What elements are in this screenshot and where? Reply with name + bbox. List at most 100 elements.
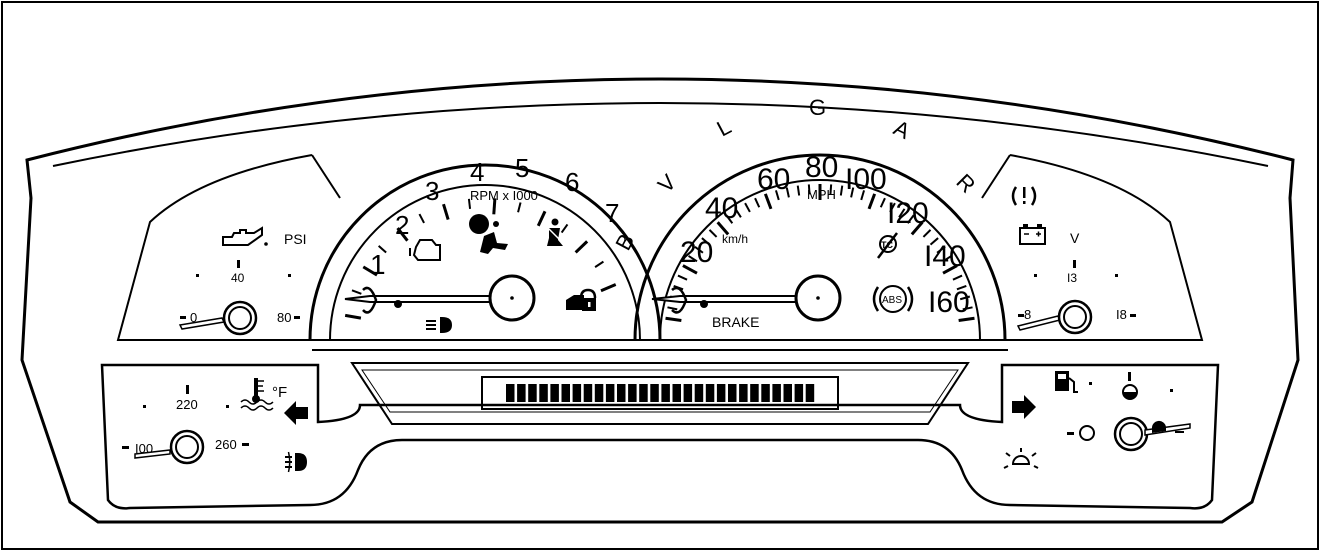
mph-label: MPH: [807, 187, 836, 202]
right-upper-panel: [1005, 154, 1204, 341]
tach-tick: [344, 313, 362, 320]
display-segment: [572, 384, 582, 402]
tach-tick: [377, 245, 387, 254]
display-segment: [783, 384, 792, 402]
tach-tick: [517, 202, 522, 213]
speedometer-needle: [651, 274, 842, 322]
display-segment: [661, 384, 670, 402]
temp-min-tick: [122, 446, 129, 449]
volt-min-tick: [1018, 314, 1024, 317]
speed-tick: [694, 245, 704, 254]
speed-tick: [725, 214, 734, 224]
tach-unit-label: RPM x I000: [470, 188, 538, 203]
speed-tick: [922, 229, 932, 238]
prndl-letter: L: [713, 114, 736, 142]
tach-number: 5: [515, 153, 529, 183]
display-segment: [728, 384, 737, 402]
display-bezel: [350, 362, 970, 425]
prndl-letter: V: [653, 169, 681, 197]
speed-tick: [850, 187, 855, 198]
speed-tick: [956, 284, 967, 291]
psi-max-label: 80: [277, 310, 291, 325]
fog-lamp-icon: [285, 451, 307, 473]
temp-mid-label: 220: [176, 397, 198, 412]
temp-max-tick: [242, 443, 249, 446]
fuel-empty-tick: [1067, 432, 1074, 435]
display-segment: [583, 384, 593, 402]
speedometer-inner-ring: [659, 179, 981, 341]
tach-number: 6: [565, 167, 579, 197]
display-segment: [517, 384, 526, 402]
right-turn-arrow-icon: [1012, 395, 1036, 419]
prndl-letter: R: [951, 169, 980, 198]
display-segment: [772, 384, 781, 402]
tachometer-needle: [344, 274, 536, 322]
volt-max-tick: [1130, 314, 1136, 317]
left-panel-divider: [311, 154, 341, 199]
volt-max-label: I8: [1116, 307, 1127, 322]
speed-tick: [889, 202, 896, 213]
left-turn-arrow-icon: [284, 401, 308, 425]
cluster-housing: [20, 77, 1300, 524]
tach-tick: [467, 198, 472, 209]
tach-number: 7: [605, 198, 619, 228]
tach-tick: [351, 289, 362, 295]
speed-tick: [829, 184, 833, 195]
speed-tick: [734, 208, 742, 218]
speed-tick: [796, 185, 801, 196]
right-panel-divider: [981, 154, 1011, 199]
display-segment: [628, 384, 637, 402]
tach-tick: [560, 223, 569, 234]
speed-tick: [677, 274, 688, 281]
psi-mid-label: 40: [231, 271, 245, 285]
display-segment: [705, 384, 715, 402]
speed-tick: [839, 185, 844, 196]
display-segment: [506, 384, 515, 402]
lower-panel: [100, 363, 1220, 510]
speed-tick: [958, 316, 975, 323]
speed-tick: [774, 190, 780, 201]
display-segment: [550, 384, 559, 402]
display-segment: [539, 384, 548, 402]
speed-tick: [763, 193, 773, 210]
volt-dot-right: [1115, 274, 1118, 277]
speed-tick: [910, 221, 924, 236]
speed-tick: [879, 197, 886, 208]
speed-tick: [936, 245, 946, 254]
speed-tick: [898, 208, 906, 218]
mph-number: 80: [805, 151, 838, 184]
fuel-level-dial-icon: [1122, 372, 1173, 400]
brake-label: BRAKE: [712, 314, 759, 330]
battery-icon: [1019, 224, 1046, 245]
psi-label: PSI: [284, 231, 307, 247]
speed-tick: [952, 274, 963, 281]
tach-number: 3: [425, 176, 439, 206]
temp-dot-right: [226, 405, 229, 408]
display-segment: [617, 384, 626, 402]
speed-tick: [701, 237, 711, 246]
tach-tick: [442, 203, 450, 220]
tachometer-ticks: [344, 198, 617, 320]
tachometer-inner-ring: [329, 184, 641, 341]
mph-number: I60: [928, 286, 970, 319]
airbag-icon: [469, 214, 508, 254]
tach-tick: [594, 260, 604, 268]
psi-max-tick: [294, 316, 300, 319]
display-segment: [672, 384, 681, 402]
tach-number: 4: [470, 157, 484, 187]
display-window: [481, 376, 839, 410]
display-segment: [805, 384, 815, 402]
tach-tick: [492, 198, 497, 215]
temp-dot-left: [143, 405, 146, 408]
speed-tick: [807, 184, 811, 195]
display-segment: [739, 384, 748, 402]
volt-gauge-needle: [1016, 299, 1093, 335]
display-segment: [561, 384, 570, 402]
mph-number: I20: [887, 197, 929, 230]
speedometer-ticks: [665, 184, 975, 323]
